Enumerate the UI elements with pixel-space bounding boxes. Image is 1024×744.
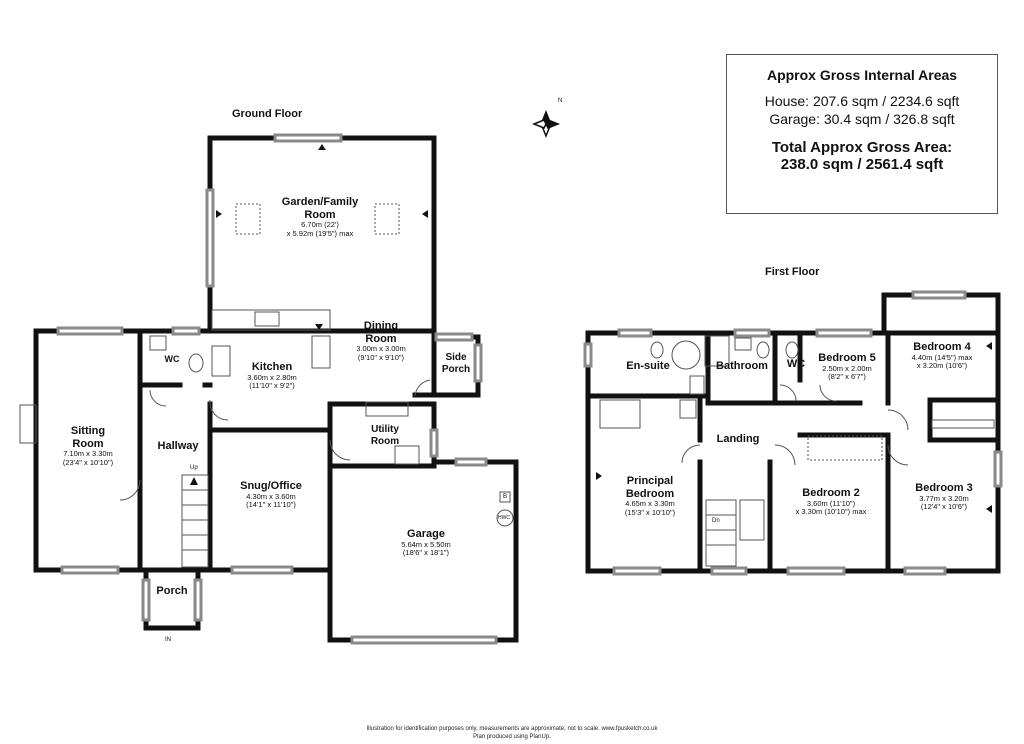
room-dining: Dining Room 3.00m x 3.00m (9'10" x 9'10"… <box>356 320 406 362</box>
total-area: 238.0 sqm / 2561.4 sqft <box>780 156 944 173</box>
room-garden-family: Garden/Family Room 6.70m (22') x 5.92m (… <box>281 196 359 238</box>
room-wc-ground: WC <box>164 354 180 364</box>
room-utility: Utility Room <box>370 424 400 447</box>
first-floor-title: First Floor <box>765 266 820 278</box>
room-bedroom-5: Bedroom 5 2.50m x 2.00m (8'2" x 6'7") <box>818 352 876 382</box>
room-wc-first: WC <box>786 358 806 370</box>
room-kitchen: Kitchen 3.60m x 2.80m (11'10" x 9'2") <box>247 361 297 391</box>
window-arrows <box>190 144 992 513</box>
room-principal-bedroom: Principal Bedroom 4.65m x 3.30m (15'3" x… <box>624 475 676 517</box>
windows <box>56 133 1003 645</box>
areas-heading: Approx Gross Internal Areas <box>766 67 958 83</box>
fixtures <box>19 203 995 568</box>
room-sitting: Sitting Room 7.10m x 3.30m (23'4" x 10'1… <box>62 425 114 467</box>
room-bedroom-3: Bedroom 3 3.77m x 3.20m (12'4" x 10'6") <box>915 482 973 512</box>
stairs-up-label: Up <box>190 465 198 471</box>
stairs-down-label: Dn <box>712 518 720 524</box>
room-porch: Porch <box>156 585 188 597</box>
room-ensuite: En-suite <box>626 360 670 372</box>
house-area: House: 207.6 sqm / 2234.6 sqft <box>764 93 960 109</box>
room-bedroom-4: Bedroom 4 4.40m (14'5") max x 3.20m (10'… <box>911 341 973 371</box>
garage-area: Garage: 30.4 sqm / 326.8 sqft <box>769 111 955 127</box>
compass-north-label: N <box>558 98 563 104</box>
boiler-label: B <box>503 494 508 500</box>
footer-line-2: Plan produced using PlanUp. <box>473 733 551 740</box>
room-bathroom: Bathroom <box>716 360 768 372</box>
ground-floor-title: Ground Floor <box>232 108 303 120</box>
footer-line-1: Illustration for identification purposes… <box>366 726 658 732</box>
total-area-heading: Total Approx Gross Area: <box>771 139 953 156</box>
room-hallway: Hallway <box>157 440 199 452</box>
entrance-label: IN <box>165 637 171 643</box>
room-side-porch: Side Porch <box>441 352 471 375</box>
room-garage: Garage 5.64m x 5.50m (18'6" x 18'1") <box>401 528 451 558</box>
room-snug-office: Snug/Office 4.30m x 3.60m (14'1" x 11'10… <box>240 480 302 510</box>
hot-water-cylinder-label: HWC <box>498 515 510 521</box>
compass-icon <box>531 109 561 139</box>
area-summary-box: Approx Gross Internal Areas House: 207.6… <box>726 54 998 214</box>
footer-disclaimer: Illustration for identification purposes… <box>300 726 724 741</box>
room-bedroom-2: Bedroom 2 3.60m (11'10") x 3.30m (10'10"… <box>795 487 867 517</box>
room-landing: Landing <box>716 433 760 445</box>
